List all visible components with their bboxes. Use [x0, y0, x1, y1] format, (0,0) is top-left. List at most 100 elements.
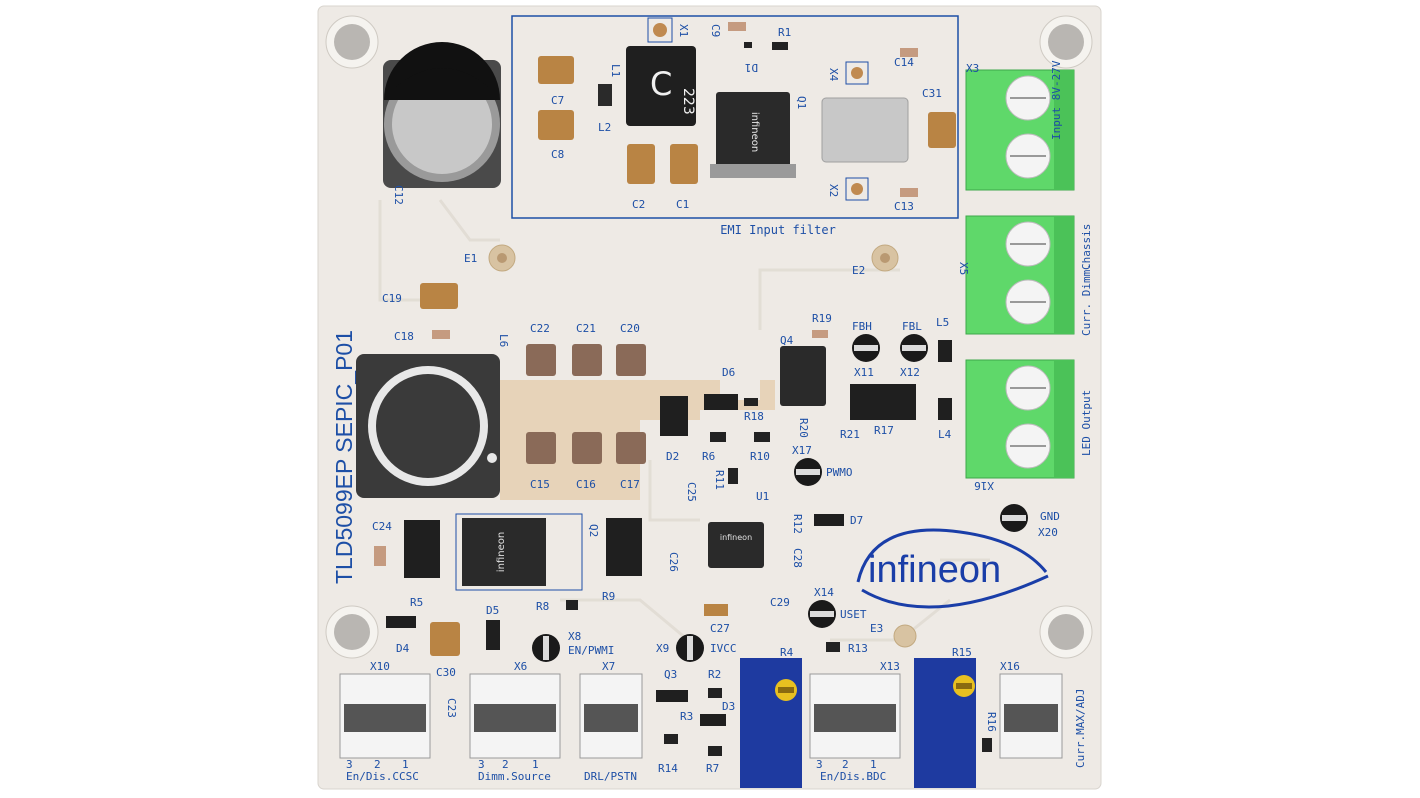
label-chassis: Chassis [1080, 224, 1093, 270]
potentiometer-r4[interactable] [740, 658, 802, 788]
capacitor-c30 [430, 622, 460, 656]
terminal-block-x5[interactable] [965, 215, 1075, 335]
label-d3: D3 [722, 700, 735, 713]
label-r20: R20 [797, 418, 810, 438]
capacitor-c31 [928, 112, 956, 148]
terminal-block-led-output[interactable] [965, 359, 1075, 479]
resistor-r8 [566, 600, 578, 610]
label-c25: C25 [685, 482, 698, 502]
label-c20: C20 [620, 322, 640, 335]
resistor-r1 [772, 42, 788, 50]
label-c28: C28 [791, 548, 804, 568]
label-x17: X17 [792, 444, 812, 457]
jumper-x16[interactable] [999, 673, 1063, 759]
label-r6: R6 [702, 450, 715, 463]
transistor-left [404, 520, 440, 578]
label-x6: X6 [514, 660, 527, 673]
label-r12: R12 [791, 514, 804, 534]
resistor-r17 [850, 384, 916, 420]
label-c19: C19 [382, 292, 402, 305]
common-mode-choke [821, 97, 909, 163]
label-dimm-source: Dimm.Source [478, 770, 551, 783]
q2-outline [455, 513, 583, 591]
capacitor-c16 [572, 432, 602, 464]
capacitor-c21 [572, 344, 602, 376]
label-c9: C9 [709, 24, 722, 37]
pin-x6-1: 1 [532, 758, 539, 771]
label-c31: C31 [922, 87, 942, 100]
mounting-hole-br [1039, 605, 1093, 659]
resistor-r2 [708, 688, 722, 698]
label-c17: C17 [620, 478, 640, 491]
resistor-r10 [754, 432, 770, 442]
diode-d1 [744, 42, 752, 48]
label-en-dis-ccsc: En/Dis.CCSC [346, 770, 419, 783]
label-curr-dimm: Curr. Dimm. [1080, 263, 1093, 336]
label-c24: C24 [372, 520, 392, 533]
pin-x10-3: 3 [346, 758, 353, 771]
label-x20: X20 [1038, 526, 1058, 539]
capacitor-c8 [538, 110, 574, 140]
label-e1: E1 [464, 252, 477, 265]
label-c23: C23 [445, 698, 458, 718]
capacitor-c15 [526, 432, 556, 464]
resistor-r18 [744, 398, 758, 406]
controller-u1 [708, 522, 764, 568]
mounting-hole-tl [325, 15, 379, 69]
resistor-r13 [826, 642, 840, 652]
transistor-q3 [656, 690, 688, 702]
potentiometer-r15[interactable] [914, 658, 976, 788]
label-c21: C21 [576, 322, 596, 335]
pin-x6-3: 3 [478, 758, 485, 771]
capacitor-c24 [374, 546, 386, 566]
pin-x6-2: 2 [502, 758, 509, 771]
q1-brand: infineon [749, 112, 760, 152]
resistor-r11 [728, 468, 738, 484]
capacitor-c13 [900, 188, 918, 197]
l1-code: 223 [680, 88, 696, 115]
mosfet-q1: infineon [710, 92, 796, 178]
label-q4: Q4 [780, 334, 794, 347]
board-part-number: TLD5099EP SEPIC_P01 [331, 330, 357, 584]
label-r21: R21 [840, 428, 860, 441]
label-r9: R9 [602, 590, 615, 603]
jumper-x10[interactable] [339, 673, 431, 759]
label-r10: R10 [750, 450, 770, 463]
label-l5: L5 [936, 316, 949, 329]
label-q3: Q3 [664, 668, 677, 681]
jumper-x7[interactable] [579, 673, 643, 759]
label-x12: X12 [900, 366, 920, 379]
label-r3: R3 [680, 710, 693, 723]
label-x4: X4 [827, 68, 840, 82]
label-x14: X14 [814, 586, 834, 599]
jumper-x6[interactable] [469, 673, 561, 759]
pin-x13-1: 1 [870, 758, 877, 771]
mosfet-q2 [462, 518, 546, 586]
label-c26: C26 [667, 552, 680, 572]
label-x2: X2 [827, 184, 840, 197]
label-drl-pstn: DRL/PSTN [584, 770, 637, 783]
label-r8: R8 [536, 600, 549, 613]
pin-x10-2: 2 [374, 758, 381, 771]
pin-x10-1: 1 [402, 758, 409, 771]
emi-filter-outline [511, 15, 959, 219]
label-q2: Q2 [587, 524, 600, 537]
label-e3: E3 [870, 622, 883, 635]
label-r13: R13 [848, 642, 868, 655]
label-r11: R11 [713, 470, 726, 490]
pin-x13-3: 3 [816, 758, 823, 771]
diode-d2 [660, 396, 688, 436]
jumper-x13[interactable] [809, 673, 901, 759]
label-l1: L1 [609, 64, 622, 77]
q2-brand: infineon [496, 532, 507, 572]
label-e2: E2 [852, 264, 865, 277]
label-r7: R7 [706, 762, 719, 775]
label-gnd: GND [1040, 510, 1060, 523]
inductor-l5 [938, 340, 952, 362]
resistor-r14 [664, 734, 678, 744]
capacitor-c19 [420, 283, 458, 309]
terminal-block-x3[interactable] [965, 69, 1075, 191]
resistor-r19 [812, 330, 828, 338]
label-uset: USET [840, 608, 867, 621]
capacitor-c20 [616, 344, 646, 376]
